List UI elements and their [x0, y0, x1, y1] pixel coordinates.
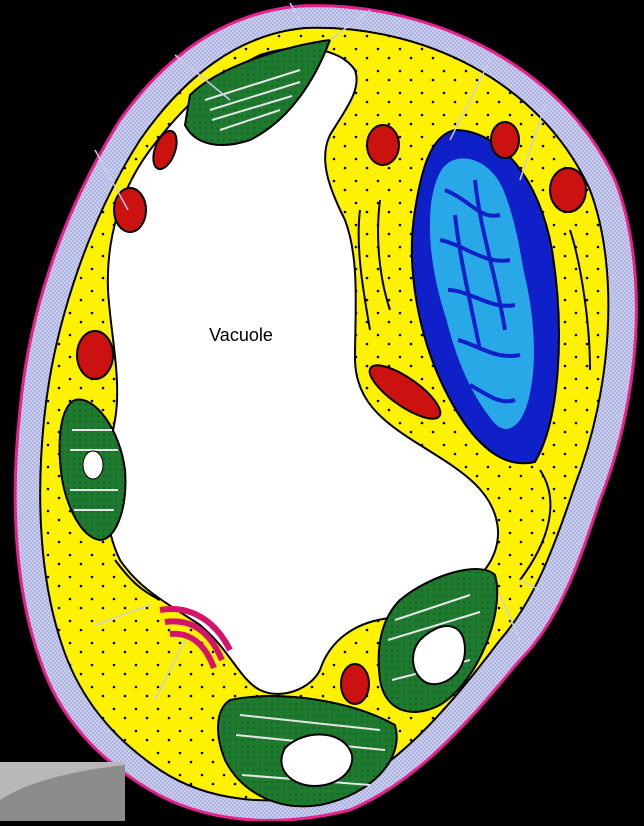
inset-micrograph	[0, 762, 125, 821]
vacuole-label: Vacuole	[209, 325, 273, 345]
mitochondrion	[550, 168, 586, 212]
mitochondrion	[341, 664, 369, 704]
mitochondrion	[367, 125, 399, 165]
mitochondrion	[491, 122, 519, 158]
mitochondrion	[77, 331, 113, 379]
